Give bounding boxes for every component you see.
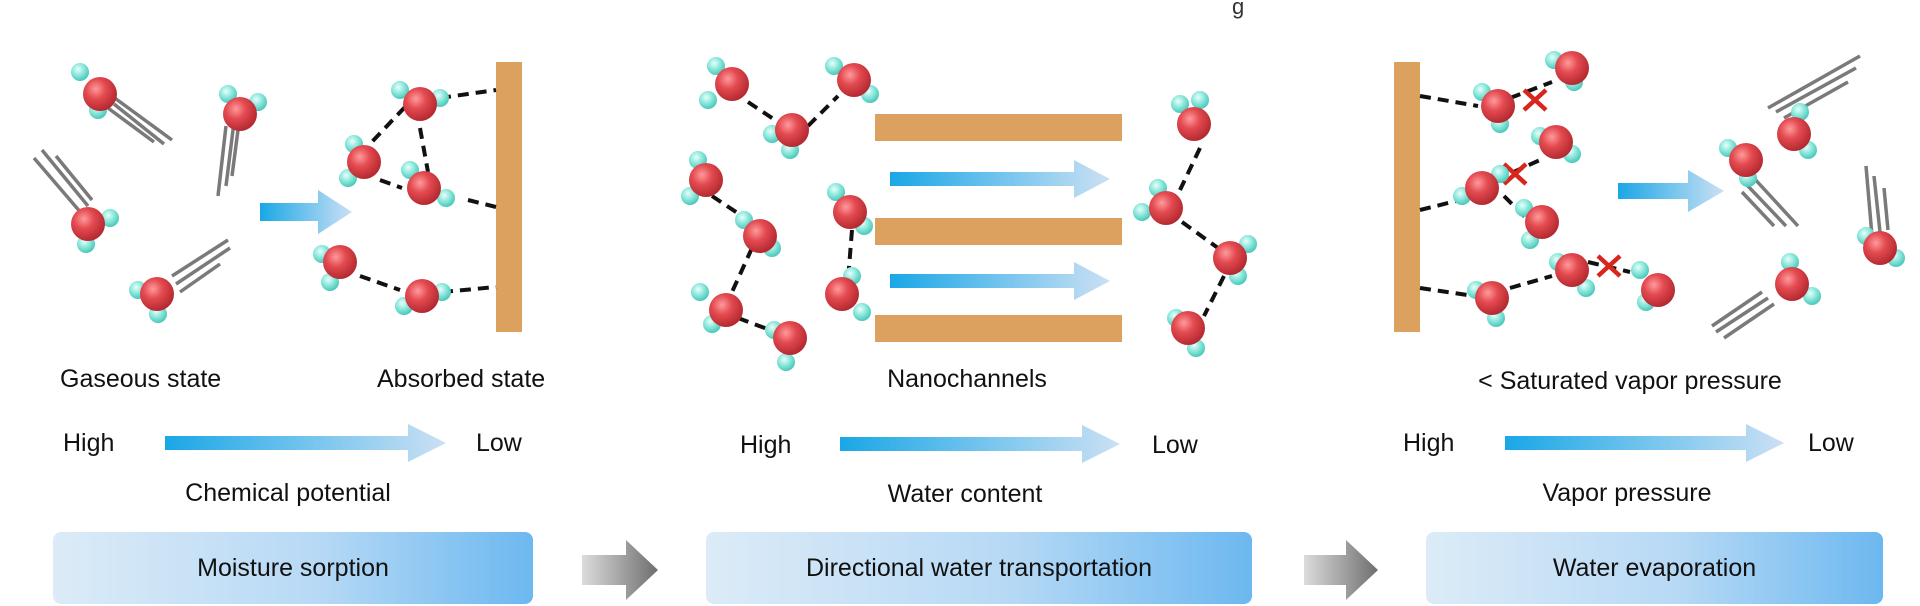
water-molecule	[1545, 51, 1589, 91]
clipped-title-fragment: g	[1232, 0, 1245, 19]
evaporation-arrow	[1618, 170, 1724, 212]
water-molecule	[339, 135, 381, 187]
water-molecule	[1631, 261, 1675, 311]
sorbent-wall	[496, 62, 522, 332]
nanochannels-label: Nanochannels	[887, 365, 1047, 393]
vapor-pressure-arrow	[1505, 424, 1784, 462]
high-label: High	[1403, 429, 1455, 457]
water-molecule	[763, 113, 809, 159]
water-molecule	[1467, 281, 1509, 327]
stage-moisture-sorption: Moisture sorption	[53, 532, 533, 604]
chemical-potential-arrow	[165, 424, 446, 462]
saturated-vapor-pressure-label: < Saturated vapor pressure	[1478, 367, 1782, 395]
absorbed-state-label: Absorbed state	[377, 365, 546, 393]
water-molecule	[1133, 179, 1183, 225]
gaseous-state-label: Gaseous state	[60, 365, 222, 393]
motion-trails	[1711, 54, 1890, 340]
sorption-arrow	[260, 190, 352, 234]
water-molecule	[735, 211, 781, 257]
high-label: High	[740, 431, 792, 459]
motion-trails	[32, 94, 240, 294]
water-molecule	[219, 85, 267, 131]
water-molecule	[1515, 199, 1559, 249]
water-molecule	[825, 267, 871, 321]
water-molecule	[699, 57, 749, 109]
water-content-arrow	[840, 425, 1120, 463]
break-marks	[1502, 88, 1622, 278]
water-molecule	[825, 57, 879, 103]
water-molecule	[1473, 83, 1515, 133]
hydrogen-bonds	[359, 88, 497, 294]
water-molecule	[1777, 103, 1817, 159]
water-molecule	[765, 321, 807, 371]
water-molecule	[827, 183, 873, 235]
vapor-pressure-label: Vapor pressure	[1542, 479, 1712, 507]
water-molecule	[1531, 125, 1581, 163]
low-label: Low	[1152, 431, 1198, 459]
stage-label: Directional water transportation	[806, 553, 1152, 582]
water-molecule	[1857, 227, 1905, 267]
water-molecule	[1775, 253, 1821, 305]
water-molecule	[1171, 91, 1211, 141]
sorbent-wall	[1394, 62, 1420, 332]
water-molecules	[71, 63, 455, 323]
water-molecule	[1213, 235, 1257, 285]
chemical-potential-label: Chemical potential	[185, 479, 391, 507]
bond-break-icon	[1596, 254, 1622, 278]
water-molecule	[313, 245, 357, 291]
water-molecule	[1549, 253, 1595, 297]
channel-flow-arrow	[890, 262, 1110, 300]
water-molecule	[691, 283, 743, 333]
water-molecule	[681, 151, 723, 205]
high-label: High	[63, 429, 115, 457]
low-label: Low	[1808, 429, 1854, 457]
hydrogen-bonds	[1419, 80, 1631, 298]
channel-flow-arrow	[890, 160, 1110, 198]
water-molecule	[129, 277, 174, 323]
bond-break-icon	[1522, 88, 1548, 112]
stage-transition-arrow	[1304, 540, 1378, 600]
stage-label: Water evaporation	[1552, 553, 1757, 582]
channel-wall	[875, 315, 1122, 342]
stage-directional-water-transportation: Directional water transportation	[706, 532, 1252, 604]
water-molecule	[391, 81, 449, 121]
channel-wall	[875, 114, 1122, 141]
water-molecules	[681, 57, 1257, 371]
water-molecule	[71, 207, 119, 253]
stage-water-evaporation: Water evaporation	[1426, 532, 1883, 604]
panel-water-evaporation	[1394, 51, 1905, 462]
water-molecule	[1719, 139, 1763, 187]
water-molecule	[1167, 309, 1205, 357]
bond-break-icon	[1502, 162, 1528, 186]
water-molecule	[1453, 165, 1509, 205]
panel-moisture-sorption	[32, 62, 522, 462]
water-molecule	[395, 279, 451, 315]
water-molecule	[401, 161, 455, 207]
water-molecule	[71, 63, 117, 119]
water-content-label: Water content	[887, 480, 1043, 508]
channel-wall	[875, 218, 1122, 245]
low-label: Low	[476, 429, 522, 457]
panel-water-transport	[681, 57, 1257, 463]
water-molecules	[1453, 51, 1905, 327]
stage-transition-arrow	[582, 540, 658, 600]
stage-label: Moisture sorption	[197, 553, 389, 582]
